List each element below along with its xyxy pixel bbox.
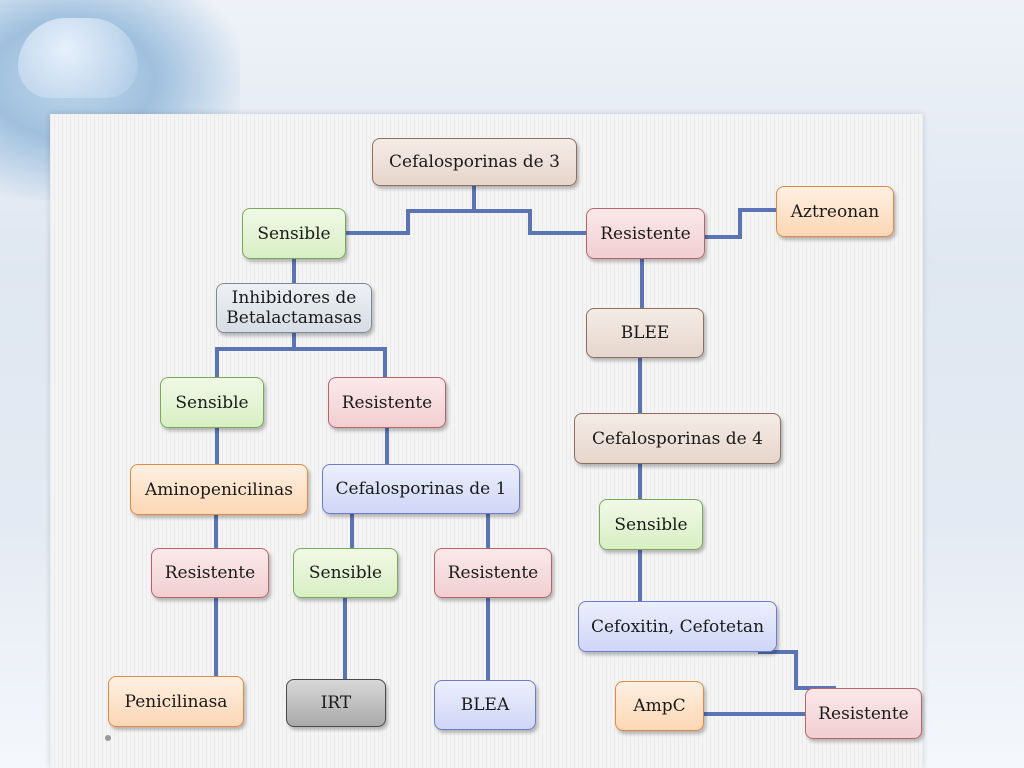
node-resistente-4: Resistente: [434, 548, 552, 598]
node-resistente-5: Resistente: [805, 688, 922, 739]
node-aminopenicilinas: Aminopenicilinas: [130, 464, 308, 515]
node-cefalosporinas-4: Cefalosporinas de 4: [574, 413, 781, 464]
node-aztreonan: Aztreonan: [776, 186, 894, 237]
node-resistente-2: Resistente: [328, 377, 446, 428]
node-resistente-1: Resistente: [586, 208, 705, 259]
node-blea: BLEA: [434, 680, 536, 730]
connector-cefoxitin-resistente: [758, 650, 836, 690]
node-resistente-3: Resistente: [151, 548, 269, 598]
node-sensible-3: Sensible: [599, 499, 703, 550]
connector-inhibidores-branches: [215, 333, 296, 377]
connector-root-sensible: [346, 186, 476, 235]
node-sensible-2: Sensible: [160, 377, 264, 428]
node-irt: IRT: [286, 679, 386, 727]
connector-inhibidores-resistente: [294, 347, 387, 377]
node-cefalosporinas-1: Cefalosporinas de 1: [322, 464, 520, 514]
node-blee: BLEE: [586, 308, 704, 358]
surgical-cap-shape: [18, 18, 138, 98]
node-inhibidores: Inhibidores de Betalactamasas: [216, 283, 372, 333]
node-sensible-4: Sensible: [293, 548, 398, 598]
connector-resistente-aztreonan: [705, 208, 776, 239]
node-penicilinasa: Penicilinasa: [108, 676, 244, 727]
connector-root-resistente: [474, 209, 586, 235]
node-ampc: AmpC: [615, 681, 704, 731]
node-sensible-1: Sensible: [242, 208, 346, 259]
slide-dot: [105, 735, 111, 741]
node-cefalosporinas-3: Cefalosporinas de 3: [372, 138, 577, 186]
node-cefoxitin-cefotetan: Cefoxitin, Cefotetan: [578, 601, 777, 652]
